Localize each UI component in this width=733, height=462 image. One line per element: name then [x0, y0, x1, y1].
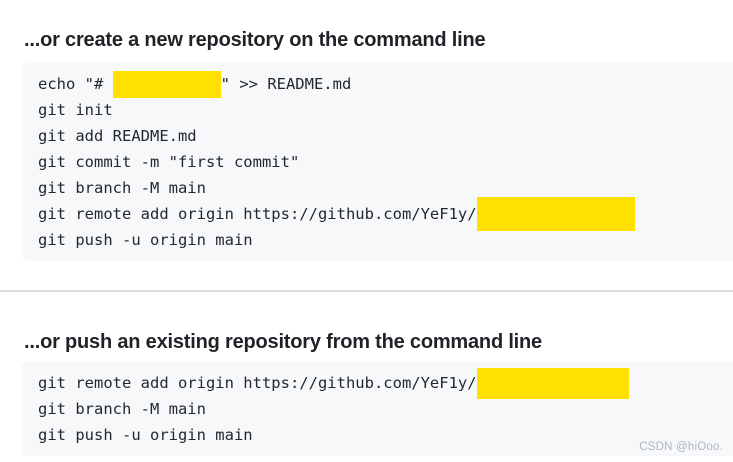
redaction-highlight — [476, 367, 629, 399]
section-divider — [0, 290, 733, 292]
redaction-highlight — [476, 197, 635, 231]
code-line: git remote add origin https://github.com… — [38, 197, 725, 231]
code-line: git push -u origin main — [38, 227, 725, 253]
section-heading-push-existing-repo: ...or push an existing repository from t… — [24, 331, 542, 353]
code-text: git branch -M main — [38, 400, 206, 418]
section-heading-create-repo: ...or create a new repository on the com… — [24, 29, 486, 51]
code-line: git add README.md — [38, 123, 725, 149]
code-line: git commit -m "first commit" — [38, 149, 725, 175]
code-line: git branch -M main — [38, 396, 725, 422]
code-line: git init — [38, 97, 725, 123]
code-text: git branch -M main — [38, 179, 206, 197]
code-text: git add README.md — [38, 127, 197, 145]
code-line: git push -u origin main — [38, 422, 725, 448]
code-text: git init — [38, 101, 113, 119]
code-text: echo "# — [38, 75, 113, 93]
code-text: git push -u origin main — [38, 426, 253, 444]
code-line: git branch -M main — [38, 175, 725, 201]
redaction-highlight — [112, 70, 221, 98]
code-text: git commit -m "first commit" — [38, 153, 300, 171]
code-block-create-repo: echo "# " >> README.md git init git add … — [22, 63, 733, 261]
code-text: git remote add origin https://github.com… — [38, 205, 477, 223]
code-text: git remote add origin https://github.com… — [38, 374, 477, 392]
csdn-watermark: CSDN @hiOoo. — [639, 441, 723, 453]
code-text: git push -u origin main — [38, 231, 253, 249]
code-text: " >> README.md — [220, 75, 352, 93]
code-block-push-existing-repo: git remote add origin https://github.com… — [22, 362, 733, 456]
code-line: git remote add origin https://github.com… — [38, 367, 725, 399]
code-line: echo "# " >> README.md — [38, 70, 725, 98]
